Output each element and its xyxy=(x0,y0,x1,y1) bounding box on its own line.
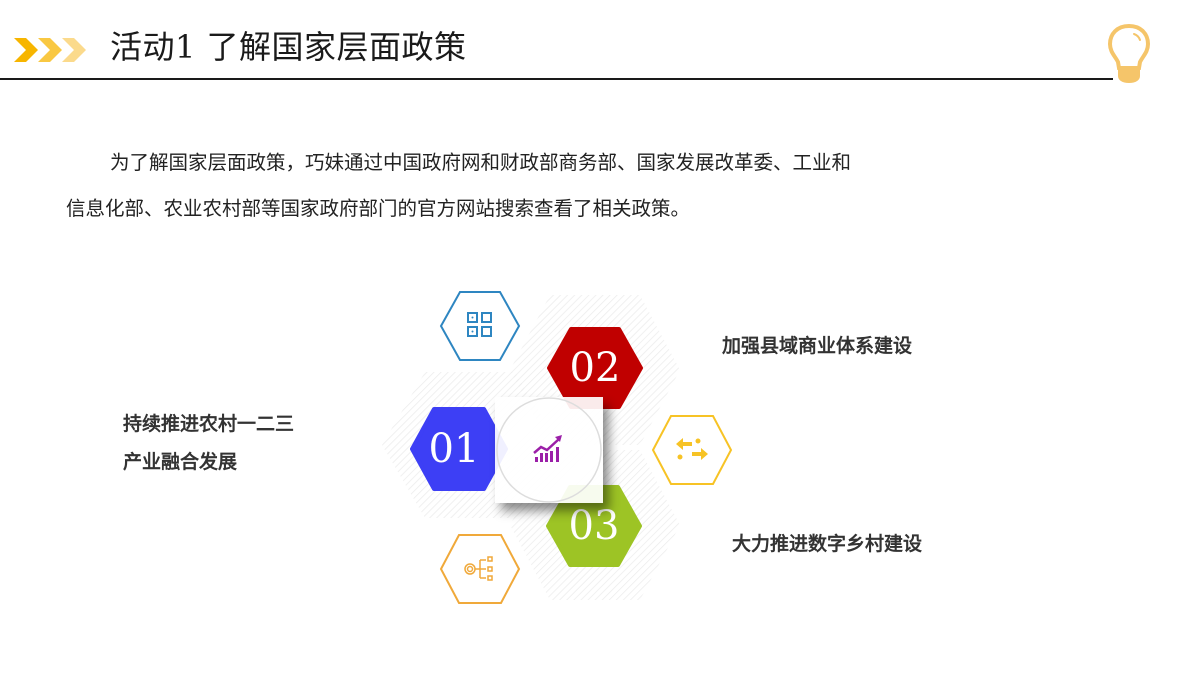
hexagon-diagram: 02 01 03 xyxy=(370,280,770,620)
item-03-hexagon: 03 xyxy=(546,484,642,568)
lightbulb-icon xyxy=(1107,23,1151,83)
grid-icon-hexagon xyxy=(439,291,521,361)
item-01-label-line1: 持续推进农村一二三 xyxy=(123,413,295,435)
intro-line-1: 为了解国家层面政策，巧妹通过中国政府网和财政部商务部、国家发展改革委、工业和 xyxy=(110,151,852,174)
grid-icon xyxy=(467,312,492,337)
coin-flow-icon-hexagon xyxy=(439,534,521,604)
item-01-number: 01 xyxy=(428,426,480,472)
page-title: 活动1 了解国家层面政策 xyxy=(110,28,467,66)
item-01-label: 持续推进农村一二三 产业融合发展 xyxy=(123,405,294,481)
item-03-label: 大力推进数字乡村建设 xyxy=(732,533,923,555)
intro-line-2: 信息化部、农业农村部等国家政府部门的官方网站搜索查看了相关政策。 xyxy=(66,197,691,220)
exchange-arrows-icon xyxy=(676,438,708,460)
item-02-label: 加强县域商业体系建设 xyxy=(722,335,913,357)
item-01-label-line2: 产业融合发展 xyxy=(123,451,238,473)
growth-chart-card xyxy=(495,397,603,503)
exchange-icon-hexagon xyxy=(651,415,733,485)
item-01-hexagon: 01 xyxy=(410,406,508,492)
item-02-number: 02 xyxy=(569,345,621,391)
growth-chart-icon xyxy=(535,447,559,462)
header-divider xyxy=(0,78,1113,80)
item-03-number: 03 xyxy=(568,503,620,549)
coin-flow-icon xyxy=(464,556,493,581)
intro-paragraph: 为了解国家层面政策，巧妹通过中国政府网和财政部商务部、国家发展改革委、工业和 信… xyxy=(66,140,1026,232)
chevron-arrows-icon xyxy=(14,38,86,62)
